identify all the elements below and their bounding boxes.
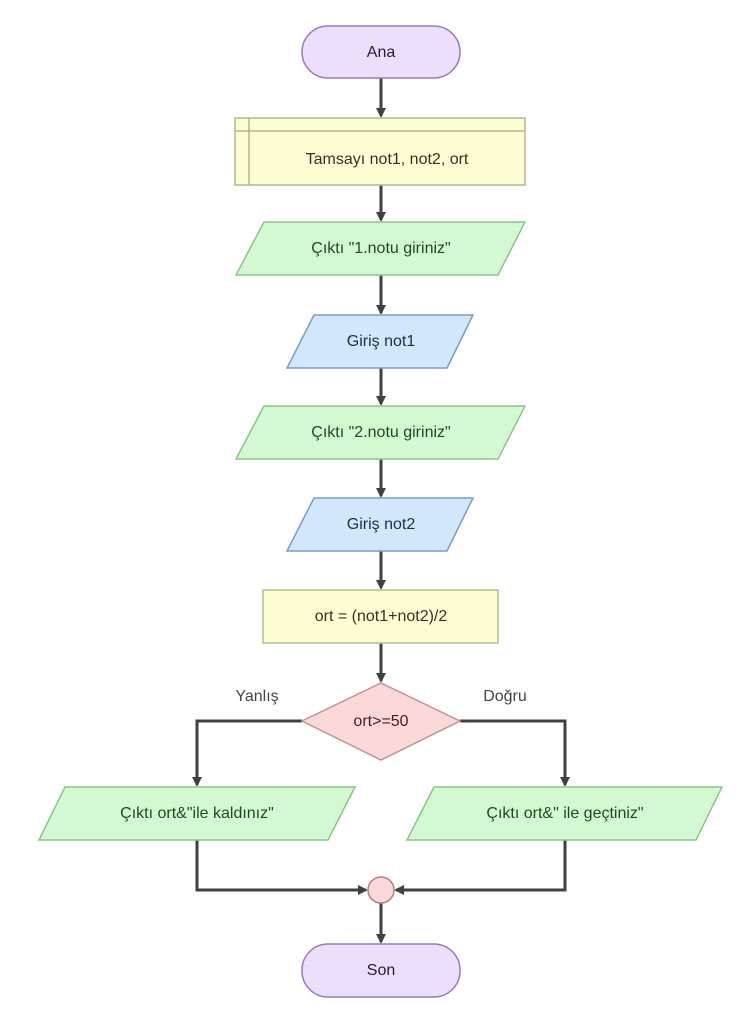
node-join[interactable]	[367, 876, 395, 904]
node-start[interactable]: Ana	[301, 25, 461, 79]
edges	[192, 78, 570, 944]
terminal-shape	[301, 943, 461, 998]
node-input2-label: Giriş not2	[347, 516, 416, 533]
branch-label-false: Yanlış	[235, 688, 278, 705]
node-decision-label: ort>=50	[353, 713, 408, 730]
node-output-false[interactable]: Çıktı ort&"ile kaldınız"	[37, 786, 357, 841]
input-shape	[285, 497, 475, 552]
terminal-shape	[301, 25, 461, 79]
node-input1[interactable]: Giriş not1	[285, 314, 475, 369]
connector-circle	[367, 876, 395, 904]
output-shape	[405, 786, 724, 841]
declare-shape	[234, 117, 526, 186]
output-shape	[37, 786, 357, 841]
node-decision[interactable]: ort>=50	[300, 682, 462, 761]
node-output2-label: Çıktı "2.notu giriniz"	[311, 424, 450, 441]
node-end[interactable]: Son	[301, 943, 461, 998]
output-shape	[234, 221, 527, 276]
node-output-true[interactable]: Çıktı ort&" ile geçtiniz"	[405, 786, 724, 841]
output-shape	[234, 405, 527, 460]
node-end-label: Son	[367, 962, 395, 979]
node-input2[interactable]: Giriş not2	[285, 497, 475, 552]
node-input1-label: Giriş not1	[347, 333, 416, 350]
node-declare[interactable]: Tamsayı not1, not2, ort	[234, 117, 526, 186]
node-start-label: Ana	[367, 44, 396, 61]
node-assign-label: ort = (not1+not2)/2	[315, 608, 448, 625]
edge-true-join	[394, 840, 567, 895]
node-output1[interactable]: Çıktı "1.notu giriniz"	[234, 221, 527, 276]
edge-decision-true	[460, 719, 570, 787]
process-shape	[262, 589, 499, 644]
decision-shape	[300, 682, 462, 761]
edge-decision-false	[192, 719, 302, 787]
node-output-false-label: Çıktı ort&"ile kaldınız"	[120, 805, 274, 822]
branch-label-true: Doğru	[483, 688, 527, 705]
input-shape	[285, 314, 475, 369]
node-declare-label: Tamsayı not1, not2, ort	[306, 151, 469, 168]
edge-false-join	[195, 840, 368, 895]
node-assign[interactable]: ort = (not1+not2)/2	[262, 589, 499, 644]
node-output1-label: Çıktı "1.notu giriniz"	[311, 240, 450, 257]
node-output-true-label: Çıktı ort&" ile geçtiniz"	[486, 805, 643, 822]
node-output2[interactable]: Çıktı "2.notu giriniz"	[234, 405, 527, 460]
